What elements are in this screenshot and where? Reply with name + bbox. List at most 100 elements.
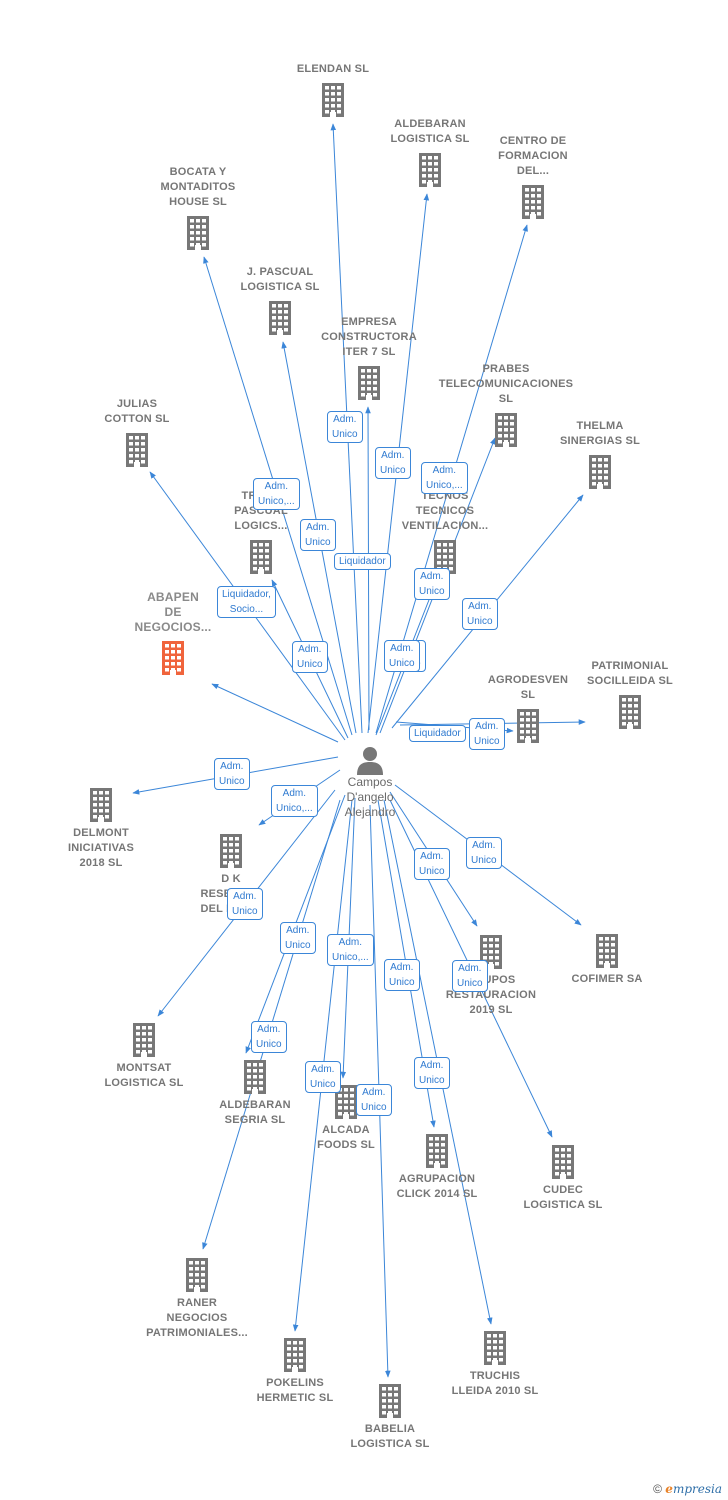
company-label: JULIAS COTTON SL [104, 398, 170, 425]
center-person-node[interactable]: Campos D'angelo Alejandro [310, 745, 430, 820]
building-icon [560, 695, 700, 729]
company-label: ALDEBARAN LOGISTICA SL [390, 118, 470, 145]
company-node-tecnos[interactable]: TECNOS TECNICOS VENTILACION... [375, 489, 515, 574]
company-label: AGRUPACION CLICK 2014 SL [396, 1173, 478, 1200]
company-label: GRUPOS RESTAURACION 2019 SL [445, 974, 537, 1016]
company-node-pascual[interactable]: J. PASCUAL LOGISTICA SL [210, 265, 350, 335]
role-label[interactable]: Adm. Unico,... [271, 785, 318, 817]
building-icon [67, 433, 207, 467]
building-icon [320, 1384, 460, 1418]
company-node-prabes[interactable]: PRABES TELECOMUNICACIONES SL [436, 362, 576, 447]
company-label: POKELINS HERMETIC SL [256, 1377, 334, 1404]
company-label: ABAPEN DE NEGOCIOS... [134, 590, 212, 634]
role-label[interactable]: Adm. Unico [466, 837, 502, 869]
company-node-aldebaran-seg[interactable]: ALDEBARAN SEGRIA SL [185, 1060, 325, 1128]
company-label: AGRODESVEN SL [487, 674, 569, 701]
company-label: MONTSAT LOGISTICA SL [104, 1062, 184, 1089]
building-icon [191, 540, 331, 574]
role-label[interactable]: Adm. Unico [251, 1021, 287, 1053]
building-icon [530, 455, 670, 489]
role-label[interactable]: Adm. Unico [414, 848, 450, 880]
person-icon [357, 747, 383, 775]
company-label: RANER NEGOCIOS PATRIMONIALES... [146, 1297, 248, 1339]
role-label[interactable]: Adm. Unico,... [421, 462, 468, 494]
company-label: DELMONT INICIATIVAS 2018 SL [68, 827, 134, 869]
company-node-cudec[interactable]: CUDEC LOGISTICA SL [493, 1145, 633, 1213]
company-node-raner[interactable]: RANER NEGOCIOS PATRIMONIALES... [127, 1258, 267, 1341]
company-node-elendan[interactable]: ELENDAN SL [263, 62, 403, 117]
company-node-babelia[interactable]: BABELIA LOGISTICA SL [320, 1384, 460, 1452]
role-label[interactable]: Adm. Unico [305, 1061, 341, 1093]
company-label: J. PASCUAL LOGISTICA SL [240, 266, 320, 293]
company-label: TRUCHIS LLEIDA 2010 SL [451, 1370, 539, 1397]
company-label: THELMA SINERGIAS SL [559, 420, 641, 447]
company-node-patrimonial[interactable]: PATRIMONIAL SOCILLEIDA SL [560, 659, 700, 729]
company-node-pokelins[interactable]: POKELINS HERMETIC SL [225, 1338, 365, 1406]
company-node-alcada[interactable]: ALCADA FOODS SL [276, 1085, 416, 1153]
center-person-name: Campos D'angelo Alejandro [344, 775, 396, 819]
company-node-agrodesven[interactable]: AGRODESVEN SL [458, 673, 598, 743]
building-icon [436, 413, 576, 447]
role-label[interactable]: Adm. Unico [292, 641, 328, 673]
role-label[interactable]: Adm. Unico [280, 922, 316, 954]
role-label[interactable]: Adm. Unico [414, 568, 450, 600]
building-icon [299, 366, 439, 400]
role-label[interactable]: Adm. Unico [214, 758, 250, 790]
company-label: ELENDAN SL [296, 63, 370, 75]
company-node-thelma[interactable]: THELMA SINERGIAS SL [530, 419, 670, 489]
building-icon [263, 83, 403, 117]
building-icon [128, 216, 268, 250]
building-icon [185, 1060, 325, 1094]
role-label[interactable]: Adm. Unico [414, 1057, 450, 1089]
role-label[interactable]: Adm. Unico [300, 519, 336, 551]
copyright-symbol: © [653, 1482, 662, 1496]
role-label[interactable]: Adm. Unico,... [253, 478, 300, 510]
company-node-agrupacion[interactable]: AGRUPACION CLICK 2014 SL [367, 1134, 507, 1202]
company-label: TECNOS TECNICOS VENTILACION... [401, 490, 489, 532]
building-icon [360, 153, 500, 187]
building-icon [463, 185, 603, 219]
role-label[interactable]: Adm. Unico [452, 960, 488, 992]
company-label: CENTRO DE FORMACION DEL... [498, 135, 568, 177]
building-icon [367, 1134, 507, 1168]
role-label[interactable]: Liquidador [409, 725, 466, 742]
company-node-truchis[interactable]: TRUCHIS LLEIDA 2010 SL [425, 1331, 565, 1399]
company-label: PATRIMONIAL SOCILLEIDA SL [587, 660, 673, 687]
company-node-bocata[interactable]: BOCATA Y MONTADITOS HOUSE SL [128, 165, 268, 250]
company-label: ALCADA FOODS SL [317, 1124, 375, 1151]
company-label: CUDEC LOGISTICA SL [523, 1184, 603, 1211]
building-icon [425, 1331, 565, 1365]
role-label[interactable]: Adm. Unico [375, 447, 411, 479]
building-icon [210, 301, 350, 335]
building-icon [103, 641, 243, 675]
role-label[interactable]: Adm. Unico [384, 959, 420, 991]
company-node-julias[interactable]: JULIAS COTTON SL [67, 397, 207, 467]
building-icon [74, 1023, 214, 1057]
company-label: ALDEBARAN SEGRIA SL [219, 1099, 291, 1126]
role-label[interactable]: Adm. Unico,... [327, 934, 374, 966]
role-label[interactable]: Adm. Unico [469, 718, 505, 750]
company-node-centro[interactable]: CENTRO DE FORMACION DEL... [463, 134, 603, 219]
role-label[interactable]: Adm. Unico [462, 598, 498, 630]
brand-logo[interactable]: empresia [665, 1482, 722, 1496]
building-icon [127, 1258, 267, 1292]
building-icon [161, 834, 301, 868]
role-label[interactable]: Adm. Unico [356, 1084, 392, 1116]
building-icon [458, 709, 598, 743]
role-label[interactable]: Liquidador, Socio... [217, 586, 276, 618]
company-node-cofimer[interactable]: COFIMER SA [537, 934, 677, 987]
role-label[interactable]: Adm. Unico [384, 640, 420, 672]
company-node-montsat[interactable]: MONTSAT LOGISTICA SL [74, 1023, 214, 1091]
role-label[interactable]: Liquidador [334, 553, 391, 570]
company-node-delmont[interactable]: DELMONT INICIATIVAS 2018 SL [31, 788, 171, 871]
company-node-abapen[interactable]: ABAPEN DE NEGOCIOS... [103, 590, 243, 675]
company-node-empresa[interactable]: EMPRESA CONSTRUCTORA ITER 7 SL [299, 315, 439, 400]
building-icon [276, 1085, 416, 1119]
role-label[interactable]: Adm. Unico [227, 888, 263, 920]
role-label[interactable]: Adm. Unico [327, 411, 363, 443]
building-icon [537, 934, 677, 968]
company-label: EMPRESA CONSTRUCTORA ITER 7 SL [321, 316, 417, 358]
company-label: BABELIA LOGISTICA SL [350, 1423, 430, 1450]
company-node-aldebaran-log[interactable]: ALDEBARAN LOGISTICA SL [360, 117, 500, 187]
company-node-grupos[interactable]: GRUPOS RESTAURACION 2019 SL [421, 935, 561, 1018]
